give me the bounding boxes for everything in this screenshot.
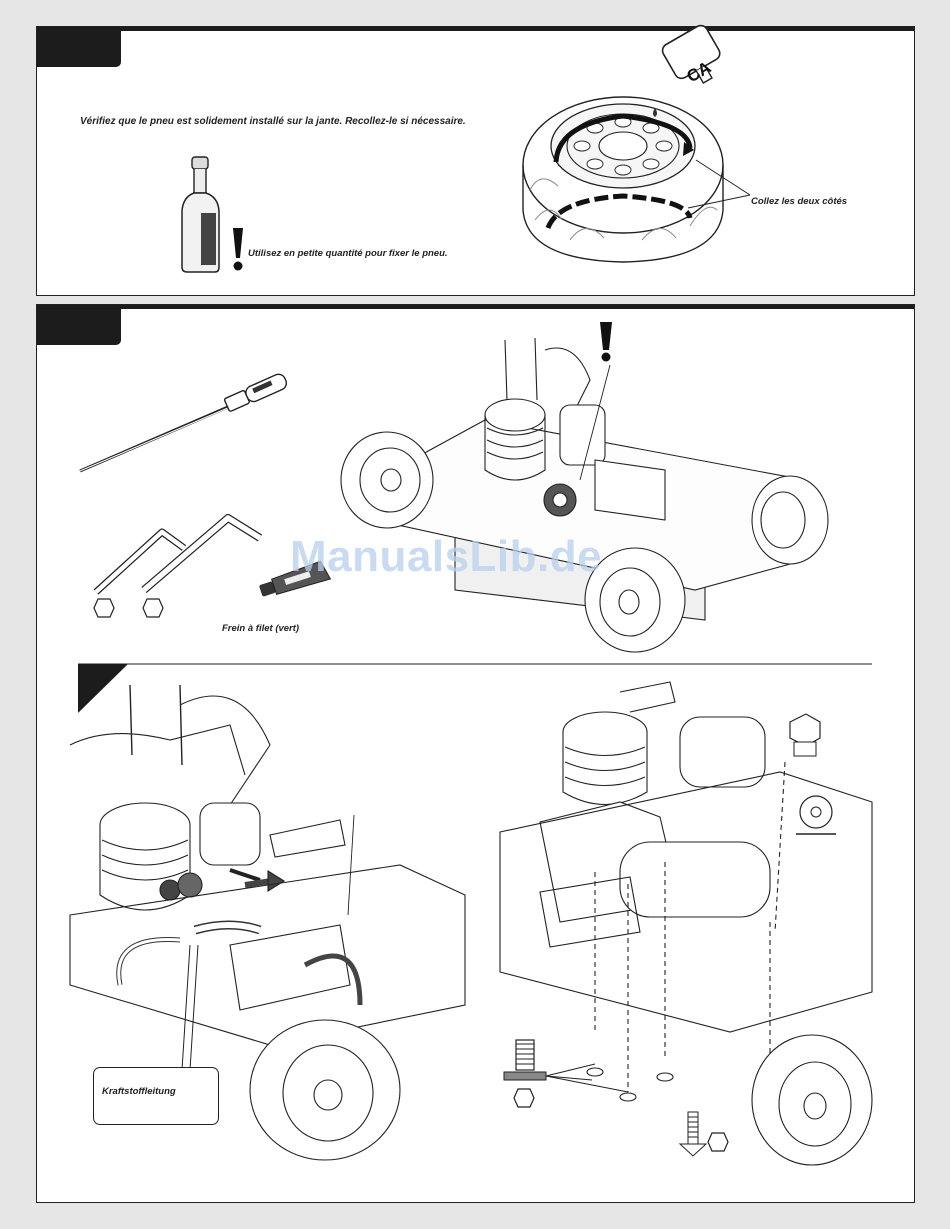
- panel-top-rule: [37, 27, 914, 31]
- screwdriver-icon: [78, 385, 248, 475]
- glue-quantity-note: Utilisez en petite quantité pour fixer l…: [248, 248, 448, 259]
- engine-mount-illustration: [500, 672, 872, 1167]
- hex-wrench-large-icon: [140, 508, 270, 593]
- step-number-tab: [37, 27, 121, 67]
- lock-nut-icon: [790, 714, 820, 756]
- fuel-line-label: Kraftstoffleitung: [102, 1086, 176, 1097]
- panel-top-rule: [37, 305, 914, 309]
- watermark: ManualsLib.de: [290, 532, 602, 582]
- hex-size-icon: [513, 1088, 535, 1108]
- warning-exclamation-icon: [231, 228, 245, 272]
- tire-check-instruction: Vérifiez que le pneu est solidement inst…: [80, 116, 466, 127]
- warning-exclamation-icon: [600, 322, 612, 362]
- washer-icon: [796, 796, 836, 834]
- hex-size-icon: [93, 598, 115, 618]
- fuel-line-callout: Kraftstoffleitung: [93, 1067, 219, 1125]
- step-panel-tire-glue: [36, 26, 915, 296]
- glue-both-sides-label: Collez les deux côtés: [751, 196, 847, 207]
- tire-wheel-illustration: CA: [510, 50, 750, 275]
- engine-mount-screw-icon: [504, 1040, 628, 1092]
- glue-bottle-icon: [175, 155, 225, 275]
- hex-size-icon: [707, 1132, 729, 1152]
- step-number-tab: [37, 305, 121, 345]
- hex-size-icon: [142, 598, 164, 618]
- countersunk-screw-icon: [680, 1112, 706, 1156]
- car-chassis-illustration: [335, 320, 835, 655]
- threadlock-label: Frein à filet (vert): [222, 623, 299, 634]
